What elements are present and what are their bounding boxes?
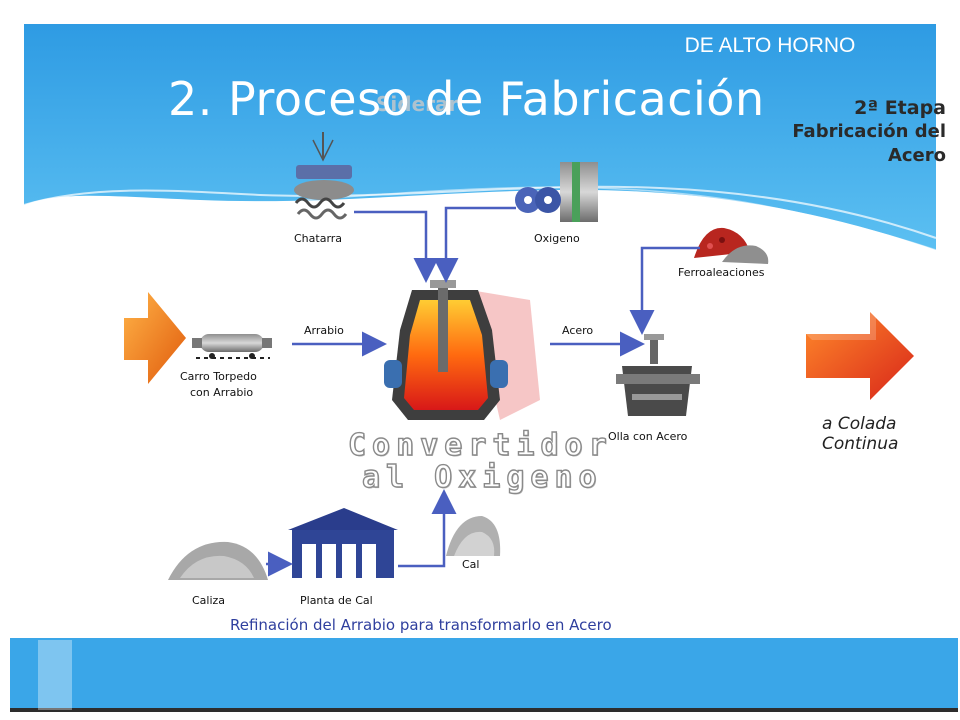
label-arrabio: Arrabio xyxy=(304,324,344,337)
flow-arrows xyxy=(266,206,700,577)
ghost-logo-text: Siderar xyxy=(376,92,459,116)
label-caliza: Caliza xyxy=(192,594,226,607)
header-line-2: DE ALTO HORNO xyxy=(684,34,856,57)
label-convertidor-line-2: al Oxigeno xyxy=(361,459,603,495)
label-carro-line-1: Carro Torpedo xyxy=(180,370,257,383)
label-oxigeno: Oxigeno xyxy=(534,232,580,245)
header-text: CONVERTIDOR DE OXIGENO DE ALTO HORNO xyxy=(560,2,960,60)
a-colada-arrow xyxy=(806,312,914,400)
stage-title: 2ª Etapa Fabricación del Acero xyxy=(736,96,946,168)
header-line-1: CONVERTIDOR DE OXIGENO xyxy=(623,5,917,28)
label-olla: Olla con Acero xyxy=(608,430,688,443)
carro-torpedo-icon xyxy=(192,334,272,359)
label-carro-line-2: con Arrabio xyxy=(190,386,254,399)
stage-line-1: 2ª Etapa xyxy=(854,97,946,119)
chatarra-icon xyxy=(294,132,354,220)
label-planta: Planta de Cal xyxy=(300,594,373,607)
label-acero: Acero xyxy=(562,324,594,337)
top-banner xyxy=(23,24,937,251)
diagram-caption: Refinación del Arrabio para transformarl… xyxy=(230,616,612,634)
left-entry-arrow xyxy=(124,292,186,384)
colada-line-1: a Colada xyxy=(822,414,897,434)
label-convertidor-line-1: Convertidor xyxy=(347,427,613,463)
colada-label: a Colada Continua xyxy=(822,414,898,454)
cal-pile-icon xyxy=(446,516,501,556)
label-chatarra: Chatarra xyxy=(294,232,343,245)
planta-de-cal-icon xyxy=(288,508,398,578)
bottom-banner xyxy=(10,638,958,712)
stage-line-2: Fabricación del Acero xyxy=(792,121,946,166)
caliza-pile-icon xyxy=(168,541,268,580)
colada-line-2: Continua xyxy=(822,434,899,454)
label-ferroaleaciones: Ferroaleaciones xyxy=(678,266,765,279)
converter-icon xyxy=(384,280,540,420)
olla-icon xyxy=(616,334,700,416)
slide-title: 2. Proceso de Fabricación xyxy=(168,72,765,126)
oxigeno-icon xyxy=(515,162,598,222)
label-cal: Cal xyxy=(462,558,480,571)
ferroaleaciones-icon xyxy=(694,227,769,264)
